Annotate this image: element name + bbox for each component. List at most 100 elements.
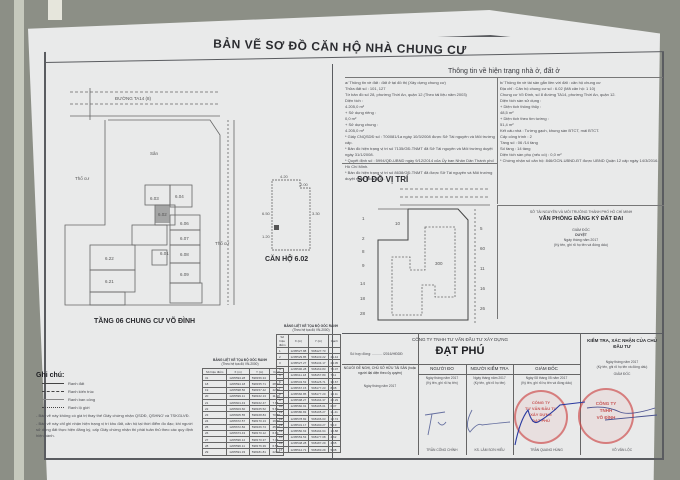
- background-strip: [14, 0, 24, 480]
- info-line: Tầng số : 06 /14 tầng: [500, 140, 538, 145]
- column-divider: [466, 364, 467, 455]
- date-investor: Ngày tháng năm 2017(Ký tên, ghi rõ họ tê…: [582, 360, 662, 377]
- office-date: Ngày tháng năm 2017: [563, 238, 599, 242]
- investor-verification-title: KIỂM TRA, XÁC NHẬN CỦA CHỦ ĐẦU TƯ: [587, 338, 657, 349]
- thin-line-icon: [42, 398, 64, 400]
- caption: BẢNG LIỆT KÊ TỌA ĐỘ GÓC RANH: [284, 324, 338, 328]
- legend-item: Ranh lộ giới: [36, 403, 196, 411]
- company-name: ĐẠT PHÚ: [435, 345, 485, 357]
- table-header: Cạnh: [327, 334, 342, 348]
- date-owner: Ngày tháng năm 2017: [363, 384, 397, 388]
- floor-plan-title: TẦNG 06 CHUNG CƯ VÕ ĐÌNH: [94, 318, 196, 325]
- signatures: [424, 401, 586, 446]
- svg-text:11: 11: [480, 266, 485, 271]
- unit-plan-drawing: 4.202.00 7.406.50 3.301.20: [262, 174, 321, 259]
- svg-text:6.07: 6.07: [180, 236, 189, 241]
- signature-inspector: [467, 409, 511, 433]
- stamp-line: CÔNG TY: [595, 401, 617, 406]
- coord-table-small-caption: BẢNG LIỆT KÊ TỌA ĐỘ GÓC RANH (Theo hệ tọ…: [200, 358, 280, 366]
- dotted-line-icon: [42, 406, 64, 408]
- table-cell: 17: [276, 445, 289, 454]
- legend-item: Ranh ban công: [36, 395, 196, 403]
- signer-inspector: KS. LÂM SƠN HIẾU: [474, 448, 505, 452]
- svg-text:26: 26: [480, 306, 486, 311]
- company-block: [342, 333, 664, 456]
- svg-text:6.22: 6.22: [105, 256, 114, 261]
- legend-item: Ranh kiến trúc: [36, 387, 196, 395]
- svg-text:9: 9: [362, 263, 365, 268]
- signer-investor: VÕ VĂN LỘC: [611, 448, 633, 452]
- info-line: Cấp công trình : 2: [500, 134, 532, 139]
- road-label: ĐƯỜNG TA14 (8): [115, 95, 152, 101]
- info-line: Chung cư Võ Đình, số 8 đường TA14, phườn…: [500, 92, 616, 97]
- office-name: VĂN PHÒNG ĐĂNG KÝ ĐẤT ĐAI: [538, 216, 624, 222]
- investor-role: GIÁM ĐỐC: [613, 372, 631, 376]
- info-line: Diện tích sàn sử dụng :: [500, 98, 542, 103]
- date-director: Ngày 08 tháng 05 năm 2017(Ký tên, ghi rõ…: [513, 376, 580, 385]
- date: Ngày tháng năm 2017: [605, 360, 639, 364]
- vertical-divider: [332, 64, 333, 459]
- note-text: - Bản vẽ này không có giá trị thay thế G…: [36, 413, 190, 418]
- info-line: * Giấy CNQSDĐ số : T00081/1a ngày 10/3/2…: [345, 134, 495, 145]
- svg-text:28: 28: [360, 311, 366, 316]
- svg-text:Sân: Sân: [150, 151, 159, 156]
- info-line: + Sử dụng riêng :: [345, 110, 377, 115]
- info-line: Diện tích sàn phụ (nếu có) : 0,0 m²: [500, 152, 562, 157]
- svg-text:6.50: 6.50: [262, 211, 271, 216]
- table-cell: 1205591.33: [226, 448, 250, 456]
- svg-text:6.21: 6.21: [105, 279, 114, 284]
- legend-label: Ranh đất: [68, 380, 85, 386]
- info-line: + Diện tích thông thủy :: [500, 104, 542, 109]
- signature-investor: [586, 406, 658, 421]
- info-line: 4.205,0 m²: [345, 104, 365, 109]
- info-line: Thửa đất số : 101, 127: [345, 86, 386, 91]
- info-section-title: Thông tin về hiện trạng nhà ở, đất ở: [345, 68, 663, 78]
- notes-title: Ghi chú:: [36, 372, 65, 379]
- role-inspector: NGƯỜI KIỂM TRA: [470, 366, 509, 371]
- date: Ngày tháng năm 2017: [473, 376, 506, 380]
- coord-table-large-caption: BẢNG LIỆT KÊ TỌA ĐỘ GÓC RANH (Theo hệ tọ…: [276, 324, 346, 332]
- legend-item: Ranh đất: [36, 379, 196, 387]
- svg-text:3.30: 3.30: [312, 211, 321, 216]
- table-cell: 598183.29: [308, 445, 329, 454]
- svg-text:2.00: 2.00: [300, 182, 309, 187]
- svg-text:60: 60: [480, 246, 486, 251]
- lot-label: 300: [435, 261, 443, 266]
- date-surveyor: Ngày tháng năm 2017(Ký tên, ghi rõ họ tê…: [418, 376, 466, 385]
- stamp-line: TƯ VẤN ĐẦU TƯ: [525, 406, 557, 411]
- background-strip: [48, 0, 62, 20]
- svg-text:7.40: 7.40: [285, 254, 294, 259]
- office-signature-block: GIÁM ĐỐC DUYỆT Ngày tháng năm 2017 (Ký t…: [498, 228, 664, 248]
- info-line: * Bản đồ hiện trạng vị trí số 8638/GĐ-TN…: [345, 170, 493, 181]
- row-divider: [342, 364, 580, 365]
- info-line: Diện tích :: [345, 98, 364, 103]
- stamp-line: TNHH: [599, 408, 613, 413]
- contract-number: Số hợp đồng: .......... /2016/HĐDĐ: [350, 352, 403, 356]
- site-map-divider: [342, 163, 497, 164]
- info-line: Số tầng : 14 tầng: [500, 146, 531, 151]
- svg-text:6.08: 6.08: [180, 252, 189, 257]
- column-divider: [418, 333, 419, 455]
- legend-label: Ranh kiến trúc: [68, 388, 94, 394]
- signer-surveyor: TRẦN CÔNG CHÍNH: [426, 448, 458, 452]
- svg-text:6.04: 6.04: [175, 194, 184, 199]
- dashed-line-icon: [42, 390, 64, 392]
- company-subtitle: CÔNG TY TNHH TƯ VẤN ĐẦU TƯ XÂY DỰNG: [411, 337, 509, 342]
- office-department: SỞ TÀI NGUYÊN VÀ MÔI TRƯỜNG THÀNH PHỐ HỒ…: [529, 210, 633, 214]
- info-line: 4.205,0 m²: [345, 128, 365, 133]
- office-role: GIÁM ĐỐC: [572, 228, 590, 232]
- svg-text:6.01: 6.01: [160, 251, 169, 256]
- svg-text:1.20: 1.20: [262, 234, 271, 239]
- sign-note: (Ký tên, ghi rõ họ tên và đóng dấu): [521, 380, 572, 385]
- info-line: a/ Thông tin về đất : đất ở tại đô thị (…: [345, 80, 446, 85]
- svg-text:6.03: 6.03: [150, 196, 159, 201]
- date: Ngày tháng năm 2017: [425, 376, 459, 380]
- svg-text:5: 5: [480, 226, 483, 231]
